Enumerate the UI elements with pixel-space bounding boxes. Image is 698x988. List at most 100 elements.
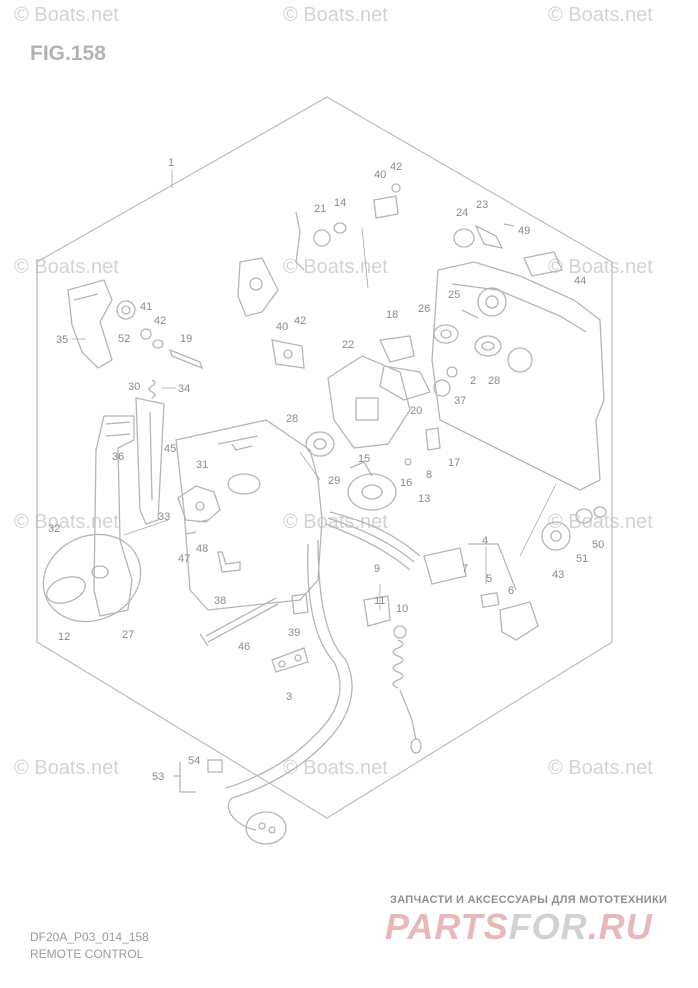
watermark: © Boats.net xyxy=(283,757,388,779)
callout-label: 14 xyxy=(334,197,346,209)
callout-label: 7 xyxy=(462,563,468,575)
callout-label: 50 xyxy=(592,539,604,551)
callout-label: 32 xyxy=(48,523,60,535)
brand-logo-part: PARTS xyxy=(385,906,509,947)
callout-label: 35 xyxy=(56,334,68,346)
callout-label: 4 xyxy=(482,535,488,547)
small-bolt xyxy=(185,519,209,535)
callout-label: 47 xyxy=(178,553,190,565)
callout-label: 3 xyxy=(286,691,292,703)
brand-logo-part: FOR xyxy=(508,906,588,947)
callout-label: 1 xyxy=(168,157,174,169)
callout-label: 25 xyxy=(448,289,460,301)
retainer-plate xyxy=(271,647,309,673)
watermark: © Boats.net xyxy=(548,4,653,26)
washer-group xyxy=(116,300,164,349)
key-switch xyxy=(423,543,539,641)
callout-label: 6 xyxy=(508,585,514,597)
callout-label: 40 xyxy=(276,321,288,333)
neutral-arm xyxy=(135,397,165,525)
callout-label: 38 xyxy=(214,595,226,607)
bracket-top xyxy=(373,183,401,219)
drive-gears xyxy=(433,324,502,357)
callout-label: 10 xyxy=(396,603,408,615)
callout-label: 52 xyxy=(118,333,130,345)
pin xyxy=(168,348,204,370)
top-right-parts xyxy=(453,223,563,277)
cover-plate xyxy=(327,355,411,449)
callout-label: 30 xyxy=(128,381,140,393)
lever-handle xyxy=(67,279,113,369)
callout-labels: 1 42 40 14 21 23 24 49 44 25 26 18 22 2 … xyxy=(48,157,604,783)
callout-label: 41 xyxy=(140,301,152,313)
switch-small xyxy=(404,427,441,466)
callout-label: 28 xyxy=(286,413,298,425)
watermark: © Boats.net xyxy=(548,256,653,278)
connector xyxy=(174,759,287,845)
callout-label: 45 xyxy=(164,443,176,455)
callout-label: 40 xyxy=(374,169,386,181)
callout-label: 27 xyxy=(122,629,134,641)
spring xyxy=(148,379,176,399)
control-lever xyxy=(93,415,135,617)
assembly-frame xyxy=(36,96,613,819)
watermark: © Boats.net xyxy=(548,511,653,533)
callout-label: 49 xyxy=(518,225,530,237)
callout-label: 24 xyxy=(456,207,468,219)
bracket-left xyxy=(271,339,305,369)
brand-logo-part: .RU xyxy=(587,906,653,947)
watermark: © Boats.net xyxy=(548,757,653,779)
callout-label: 53 xyxy=(152,771,164,783)
remote-control-housing xyxy=(175,419,323,611)
callout-label: 51 xyxy=(576,553,588,565)
watermark: © Boats.net xyxy=(283,511,388,533)
callout-label: 5 xyxy=(486,573,492,585)
watermark: © Boats.net xyxy=(14,4,119,26)
leader-lines xyxy=(123,227,557,610)
callout-label: 34 xyxy=(178,383,190,395)
callout-label: 2 xyxy=(470,375,476,387)
callout-label: 46 xyxy=(238,641,250,653)
grommet-set xyxy=(541,506,607,551)
callout-label: 29 xyxy=(328,475,340,487)
watermark: © Boats.net xyxy=(283,4,388,26)
callout-label: 21 xyxy=(314,203,326,215)
watermark: © Boats.net xyxy=(14,511,119,533)
brand-logo: PARTSFOR.RU xyxy=(385,906,653,948)
callout-label: 22 xyxy=(342,339,354,351)
watermark: © Boats.net xyxy=(14,256,119,278)
callout-label: 39 xyxy=(288,627,300,639)
callout-label: 19 xyxy=(180,333,192,345)
shift-mechanism xyxy=(379,335,431,401)
callout-label: 18 xyxy=(386,309,398,321)
lever-knob xyxy=(42,533,142,623)
callout-label: 15 xyxy=(358,453,370,465)
callout-label: 33 xyxy=(158,511,170,523)
figure-title: FIG.158 xyxy=(30,42,106,65)
diagram-name: REMOTE CONTROL xyxy=(30,947,144,961)
callout-label: 23 xyxy=(476,199,488,211)
large-washer xyxy=(305,431,335,457)
callout-label: 16 xyxy=(400,477,412,489)
washer-set-right xyxy=(433,366,458,397)
gear-sector xyxy=(177,485,221,523)
callout-label: 48 xyxy=(196,543,208,555)
callout-label: 9 xyxy=(374,563,380,575)
brand-tagline: ЗАПЧАСТИ И АКСЕССУАРЫ ДЛЯ МОТОТЕХНИКИ xyxy=(390,894,668,906)
watermark: © Boats.net xyxy=(283,256,388,278)
callout-label: 12 xyxy=(58,631,70,643)
callout-label: 20 xyxy=(410,405,422,417)
long-bolt xyxy=(199,597,279,647)
lanyard xyxy=(363,595,422,754)
callout-label: 43 xyxy=(552,569,564,581)
callout-label: 37 xyxy=(454,395,466,407)
wire-harness xyxy=(225,511,421,831)
callout-label: 17 xyxy=(448,457,460,469)
gear-case xyxy=(431,261,605,491)
callout-label: 42 xyxy=(154,315,166,327)
callout-label: 36 xyxy=(112,451,124,463)
neutral-switch xyxy=(347,461,397,511)
callout-label: 31 xyxy=(196,459,208,471)
callout-label: 28 xyxy=(488,375,500,387)
